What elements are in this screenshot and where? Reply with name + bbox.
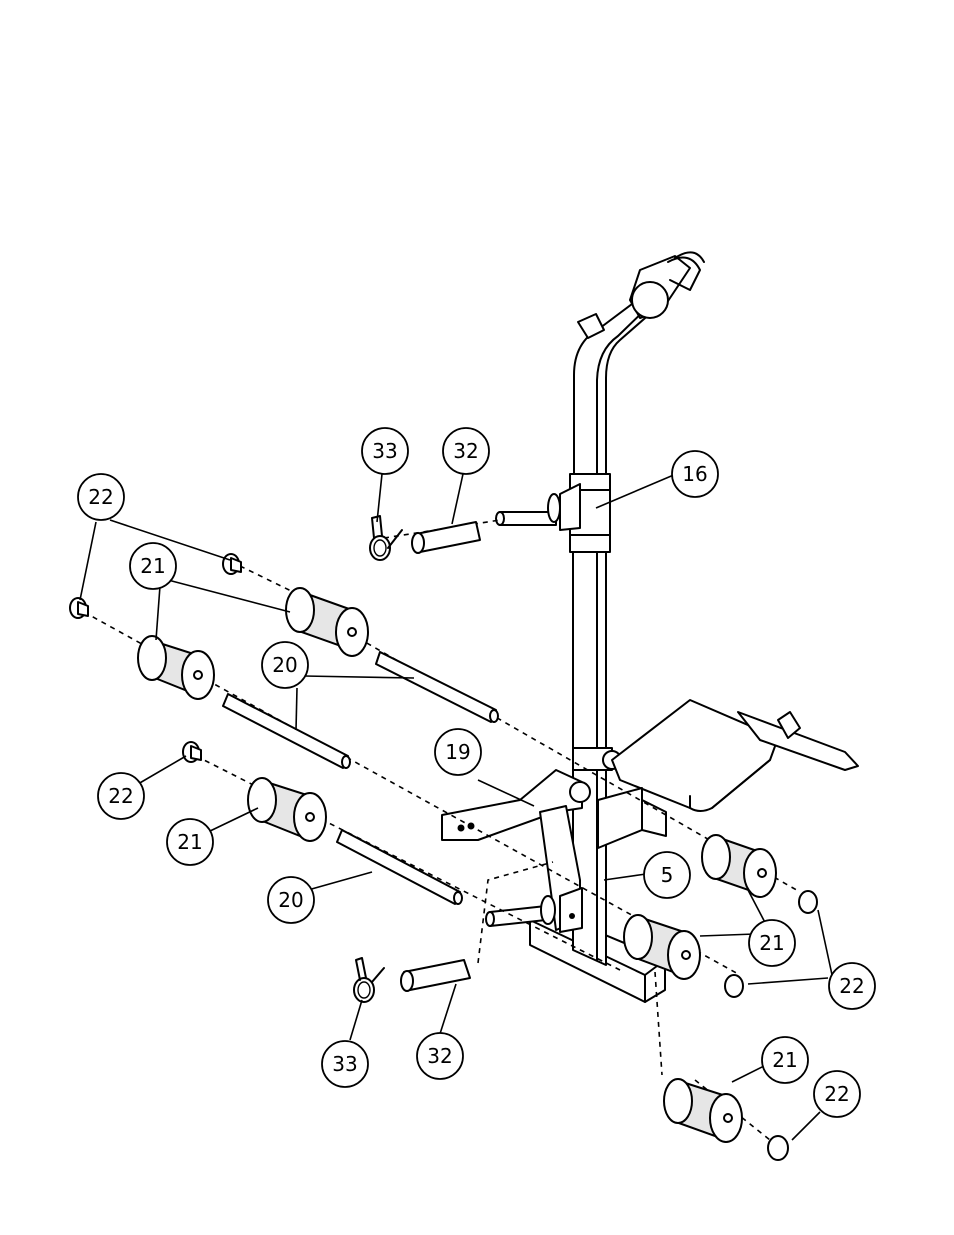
roller-tube-bottom [337,830,462,904]
callout-22-bottom-right-label: 22 [824,1082,849,1106]
callout-20-top: 20 [262,642,308,688]
end-cap-top [223,554,241,574]
roller-tube-left [223,694,350,768]
callout-21-mid-left: 21 [167,819,213,865]
roller-pad-left [138,636,214,699]
callout-33-bottom-label: 33 [332,1052,357,1076]
roller-tube-top [376,652,498,722]
callout-33-top: 33 [362,428,408,474]
callout-16-label: 16 [682,462,707,486]
roller-pad-bottom [664,1079,742,1142]
callout-22-right-label: 22 [839,974,864,998]
end-cap-left [70,598,88,618]
spring-clip-top [370,516,402,560]
callout-21-bottom-right: 21 [762,1037,808,1083]
callout-33-bottom: 33 [322,1041,368,1087]
callout-22-right: 22 [829,963,875,1009]
callout-32-top: 32 [443,428,489,474]
callout-32-top-label: 32 [453,439,478,463]
roller-pad-right-upper [702,835,776,897]
callout-21-top-left: 21 [130,543,176,589]
callout-21-bottom-right-label: 21 [772,1048,797,1072]
end-cap-bottom [768,1136,788,1160]
callout-21-mid-left-label: 21 [177,830,202,854]
callout-19-label: 19 [445,740,470,764]
callout-19: 19 [435,729,481,775]
end-cap-right-upper [799,891,817,913]
callout-22-mid-left-label: 22 [108,784,133,808]
end-cap-mid [183,742,201,762]
callout-20-bottom-label: 20 [278,888,303,912]
callout-32-bottom: 32 [417,1033,463,1079]
callout-22-bottom-right: 22 [814,1071,860,1117]
callout-21-right-label: 21 [759,931,784,955]
callout-21-top-left-label: 21 [140,554,165,578]
callout-22-top-left: 22 [78,474,124,520]
callout-16: 16 [672,451,718,497]
roller-pad-mid [248,778,326,841]
callout-33-top-label: 33 [372,439,397,463]
callout-20-bottom: 20 [268,877,314,923]
callout-22-mid-left: 22 [98,773,144,819]
callout-32-bottom-label: 32 [427,1044,452,1068]
callout-20-top-label: 20 [272,653,297,677]
weight-sleeve-bottom [401,960,470,991]
weight-sleeve-top [412,522,480,553]
callout-21-right: 21 [749,920,795,966]
spring-clip-bottom [354,958,384,1002]
callout-5: 5 [644,852,690,898]
callout-22-top-left-label: 22 [88,485,113,509]
end-cap-right-lower [725,975,743,997]
callout-5-label: 5 [661,863,674,887]
